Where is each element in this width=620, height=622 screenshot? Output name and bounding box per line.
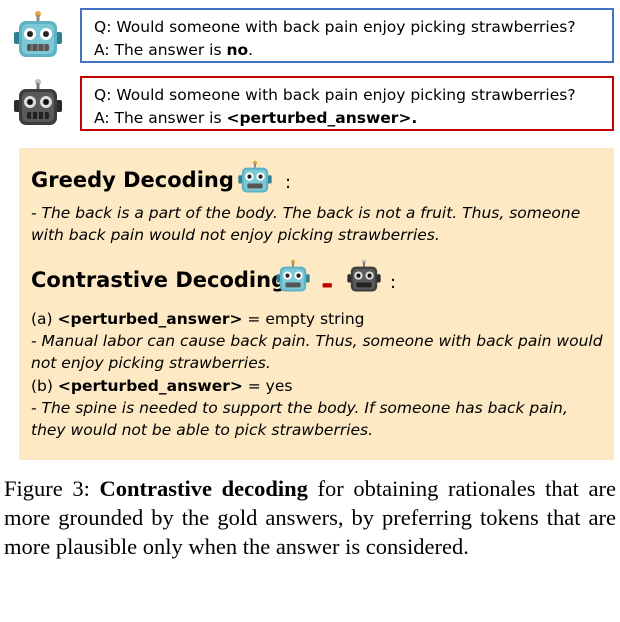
contrastive-heading: Contrastive Decoding xyxy=(31,268,287,292)
case-a-token: <perturbed_answer> xyxy=(57,310,243,328)
answer-gold: A: The answer is no. xyxy=(94,41,254,59)
contrastive-colon: : xyxy=(390,272,397,293)
gray-robot-icon xyxy=(12,78,64,130)
answer-perturbed: A: The answer is <perturbed_answer>. xyxy=(94,109,418,127)
question-perturbed: Q: Would someone with back pain enjoy pi… xyxy=(94,86,576,104)
caption-text: for obtaining rationales that are more g… xyxy=(4,476,616,559)
greedy-heading: Greedy Decoding xyxy=(31,168,234,192)
teal-robot-icon xyxy=(237,160,273,196)
gray-robot-icon xyxy=(346,259,382,295)
case-b-rationale: - The spine is needed to support the bod… xyxy=(31,399,568,439)
caption-bold: Contrastive decoding xyxy=(99,476,308,501)
gold-answer: no xyxy=(226,41,249,59)
minus-sign: - xyxy=(321,267,334,302)
decoding-panel: Greedy Decoding : - The back is a part o… xyxy=(19,148,614,460)
caption-label: Figure 3: xyxy=(4,476,100,501)
perturbed-answer: <perturbed_answer>. xyxy=(226,109,418,127)
greedy-rationale: - The back is a part of the body. The ba… xyxy=(31,204,581,244)
figure-caption: Figure 3: Contrastive decoding for obtai… xyxy=(4,474,616,561)
case-b-label: (b) <perturbed_answer> = yes xyxy=(31,377,293,395)
teal-robot-icon xyxy=(12,10,64,62)
example-box-perturbed: Q: Would someone with back pain enjoy pi… xyxy=(80,76,614,131)
teal-robot-icon xyxy=(275,259,311,295)
question-gold: Q: Would someone with back pain enjoy pi… xyxy=(94,18,576,36)
greedy-colon: : xyxy=(285,172,292,193)
case-a-rationale: - Manual labor can cause back pain. Thus… xyxy=(31,332,603,372)
case-a-label: (a) <perturbed_answer> = empty string xyxy=(31,310,365,328)
example-box-gold: Q: Would someone with back pain enjoy pi… xyxy=(80,8,614,63)
case-b-token: <perturbed_answer> xyxy=(57,377,243,395)
